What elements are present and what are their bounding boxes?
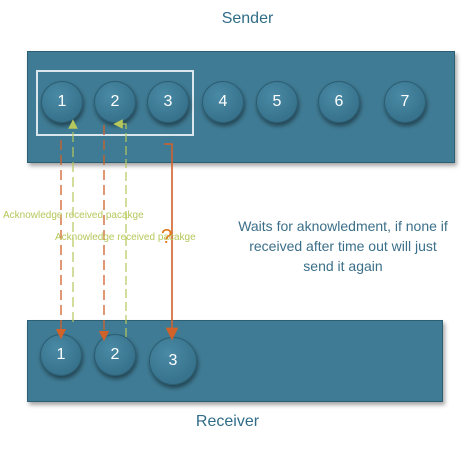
sender-packet-5: 5 — [256, 81, 298, 123]
lost-ack-question-mark: ? — [161, 226, 173, 248]
sender-packet-2: 2 — [94, 81, 136, 123]
ack-arrow-packet-2 — [113, 119, 127, 337]
sender-title: Sender — [221, 10, 274, 27]
sender-packet-6: 6 — [318, 81, 360, 123]
ack-label-packet-1: Acknowledge received pacakge — [3, 210, 144, 221]
send-arrow-packet-3 — [164, 143, 179, 341]
timeout-note: Waits for aknowledment, if none if recei… — [238, 218, 448, 274]
sender-packet-1: 1 — [41, 81, 83, 123]
receiver-packet-3: 3 — [149, 337, 197, 385]
receiver-title: Receiver — [195, 413, 260, 430]
ack-label-packet-2: Acknowledge received pacakge — [55, 232, 196, 243]
sender-packet-4: 4 — [202, 81, 244, 123]
sending-window-frame — [36, 70, 194, 136]
sender-packet-7: 7 — [384, 81, 426, 123]
sender-packet-3: 3 — [147, 81, 189, 123]
